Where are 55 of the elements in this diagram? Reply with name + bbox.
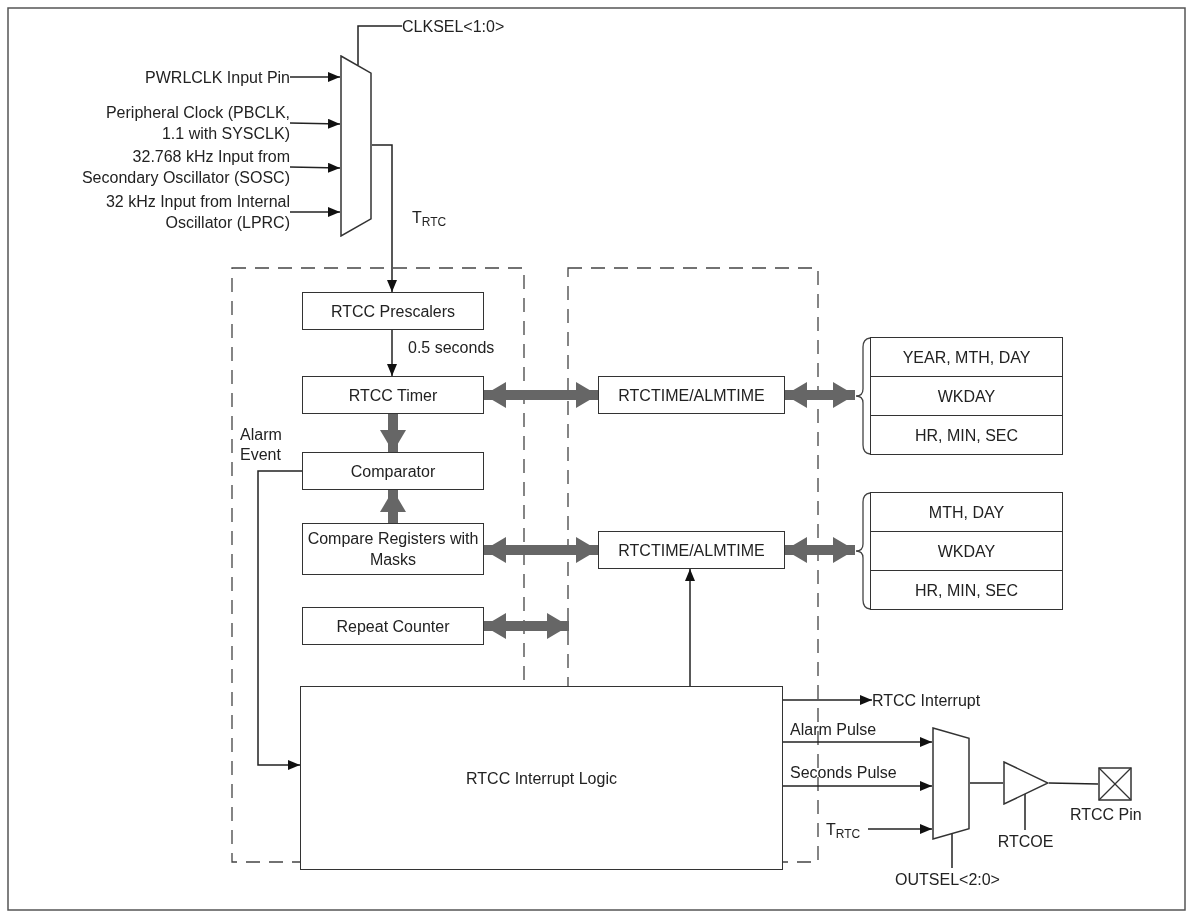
- arrow: [782, 695, 873, 705]
- select-signal-label: CLKSEL<1:0>: [402, 15, 542, 37]
- bus-arrow: [484, 382, 598, 408]
- arrow: [289, 72, 341, 82]
- arrow: [289, 162, 341, 173]
- block-box: Comparator: [302, 452, 484, 490]
- bus-arrow: [785, 382, 855, 408]
- arrow: [685, 568, 695, 687]
- signal-line: [357, 25, 403, 66]
- block-box: Compare Registers with Masks: [302, 523, 484, 575]
- input-label: T$_{RTC}$: [826, 818, 868, 840]
- register-field: MTH, DAY: [870, 492, 1063, 532]
- register-field: HR, MIN, SEC: [870, 570, 1063, 610]
- block-box: RTCTIME/ALMTIME: [598, 531, 785, 569]
- block-box: RTCC Interrupt Logic: [300, 686, 783, 870]
- signal-label: Alarm Pulse: [790, 720, 877, 740]
- arrow: [867, 824, 933, 834]
- signal-line: [1024, 793, 1026, 831]
- bus-arrow: [484, 613, 569, 639]
- bus-arrow: [484, 537, 598, 563]
- arrow: [289, 207, 341, 217]
- register-table: [855, 492, 1063, 610]
- input-label: PWRLCLK Input Pin: [60, 66, 290, 88]
- block-box: Repeat Counter: [302, 607, 484, 645]
- bus-arrow: [380, 490, 406, 523]
- signal-label: Seconds Pulse: [790, 763, 897, 783]
- input-label: 32.768 kHz Input from Secondary Oscillator (SOSC): [80, 146, 290, 188]
- output-label: RTCC Interrupt: [872, 689, 1012, 711]
- enable-signal-label: RTCOE: [988, 830, 1063, 852]
- register-field: WKDAY: [870, 531, 1063, 571]
- signal-line: [951, 833, 953, 869]
- block-box: RTCTIME/ALMTIME: [598, 376, 785, 414]
- bus-arrow: [785, 537, 855, 563]
- edge-label: Alarm Event: [240, 425, 283, 465]
- arrow: [257, 470, 303, 770]
- arrow: [387, 329, 397, 377]
- block-box: RTCC Timer: [302, 376, 484, 414]
- edge-label: 0.5 seconds: [408, 338, 495, 358]
- input-label: 32 kHz Input from Internal Oscillator (LPRC): [100, 191, 290, 233]
- arrow: [782, 781, 933, 791]
- bus-arrow: [380, 414, 406, 452]
- arrow: [782, 737, 933, 747]
- signal-line: [1048, 782, 1099, 785]
- select-signal-label: OUTSEL<2:0>: [885, 868, 1010, 890]
- register-field: WKDAY: [870, 376, 1063, 416]
- arrow: [289, 118, 341, 129]
- register-field: YEAR, MTH, DAY: [870, 337, 1063, 377]
- signal-line: [969, 782, 1004, 784]
- input-label: Peripheral Clock (PBCLK, 1.1 with SYSCLK): [95, 102, 290, 144]
- edge-label: T$_{RTC}$: [412, 208, 447, 228]
- register-table: [855, 337, 1063, 455]
- arrow: [371, 144, 397, 293]
- block-box: RTCC Prescalers: [302, 292, 484, 330]
- pin-label: RTCC Pin: [1070, 805, 1142, 825]
- register-field: HR, MIN, SEC: [870, 415, 1063, 455]
